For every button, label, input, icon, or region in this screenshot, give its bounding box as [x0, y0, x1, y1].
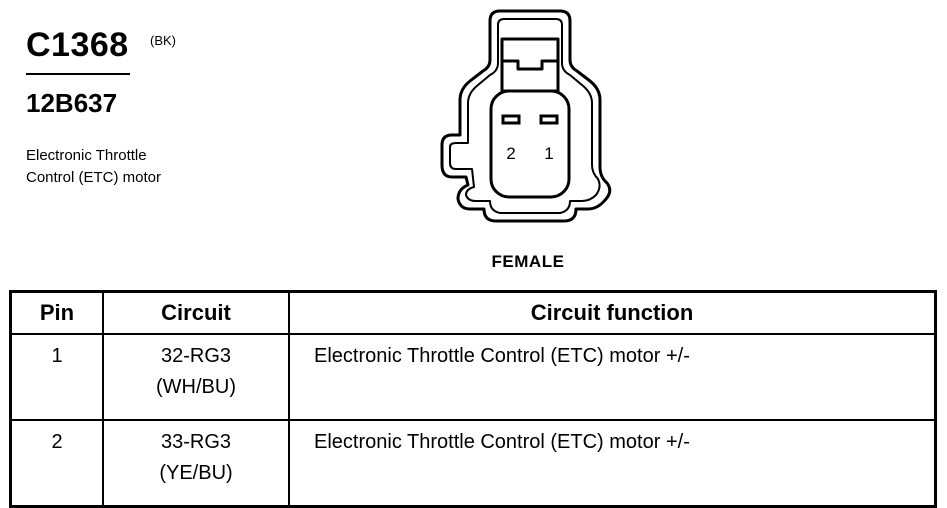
connector-description: Electronic Throttle Control (ETC) motor — [26, 145, 246, 189]
function-cell: Electronic Throttle Control (ETC) motor … — [288, 419, 937, 508]
circuit-number: 32-RG3 — [160, 345, 232, 367]
circuit-cell: 33-RG3 (YE/BU) — [102, 419, 290, 508]
pin-number-label: 1 — [544, 144, 553, 163]
table-row: 1 32-RG3 (WH/BU) Electronic Throttle Con… — [9, 333, 937, 421]
connector-color: (BK) — [150, 33, 176, 48]
pinout-table: Pin Circuit Circuit function 1 32-RG3 (W… — [9, 290, 937, 508]
table-row: 2 33-RG3 (YE/BU) Electronic Throttle Con… — [9, 419, 937, 508]
wire-color: (WH/BU) — [156, 376, 236, 398]
connector-housing — [440, 9, 612, 223]
column-header-circuit: Circuit — [102, 290, 290, 335]
connector-id: C1368 — [26, 26, 129, 64]
function-cell: Electronic Throttle Control (ETC) motor … — [288, 333, 937, 421]
connector-id-rule — [26, 73, 130, 75]
table-header-row: Pin Circuit Circuit function — [9, 290, 937, 335]
pin-cell: 2 — [9, 419, 104, 508]
pin-number-label: 2 — [506, 144, 515, 163]
terminal-slot-2 — [501, 114, 521, 125]
description-line-1: Electronic Throttle — [26, 147, 147, 164]
pin-cell: 1 — [9, 333, 104, 421]
part-number: 12B637 — [26, 88, 118, 118]
column-header-function: Circuit function — [288, 290, 937, 335]
circuit-number: 33-RG3 — [160, 431, 232, 453]
column-header-pin: Pin — [9, 290, 104, 335]
description-line-2: Control (ETC) motor — [26, 169, 162, 186]
terminal-slots — [501, 114, 559, 125]
circuit-cell: 32-RG3 (WH/BU) — [102, 333, 290, 421]
connector-gender-label: FEMALE — [491, 252, 565, 271]
connector-face-drawing: 2 1 — [440, 9, 612, 223]
wire-color: (YE/BU) — [159, 462, 233, 484]
terminal-slot-1 — [539, 114, 559, 125]
